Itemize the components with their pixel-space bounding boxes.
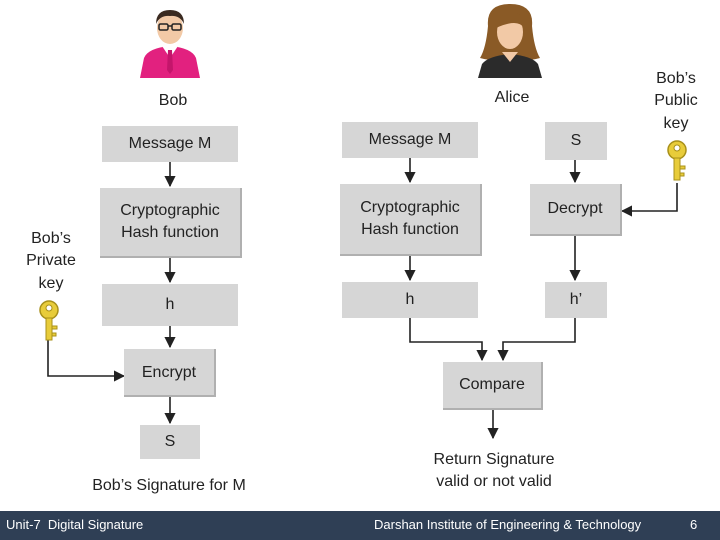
bob-hash-function-box: Cryptographic Hash function: [100, 188, 242, 258]
alice-decrypted-hash-box: h’: [545, 282, 607, 318]
alice-avatar-icon: [478, 4, 542, 78]
alice-signature-box: S: [545, 122, 607, 160]
bob-message-box: Message M: [102, 126, 238, 162]
bob-private-key-label: Bob’s Private key: [26, 230, 76, 292]
footer-bar: Unit-7 Digital Signature Darshan Institu…: [0, 511, 720, 540]
bob-encrypt-box: Encrypt: [124, 349, 216, 397]
bob-hash-value-box: h: [102, 284, 238, 326]
alice-name-label: Alice: [494, 89, 530, 106]
alice-message-box: Message M: [342, 122, 478, 158]
bob-signature-caption: Bob’s Signature for M: [92, 477, 246, 494]
alice-hash-function-box: Cryptographic Hash function: [340, 184, 482, 256]
footer-unit-title: Unit-7 Digital Signature: [6, 517, 144, 532]
alice-public-key-label: Bob’s Public key: [654, 70, 698, 132]
bob-name-label: Bob: [158, 92, 188, 109]
footer-page-number: 6: [690, 517, 698, 532]
bob-private-key-icon: [39, 300, 59, 341]
alice-result-label: Return Signature valid or not valid: [433, 451, 555, 491]
footer-institute: Darshan Institute of Engineering & Techn…: [374, 517, 642, 532]
alice-hash-value-box: h: [342, 282, 478, 318]
bob-public-key-icon: [667, 140, 687, 181]
bob-avatar-icon: [140, 10, 200, 78]
alice-compare-box: Compare: [443, 362, 543, 410]
alice-decrypt-box: Decrypt: [530, 184, 622, 236]
bob-signature-box: S: [140, 425, 200, 459]
